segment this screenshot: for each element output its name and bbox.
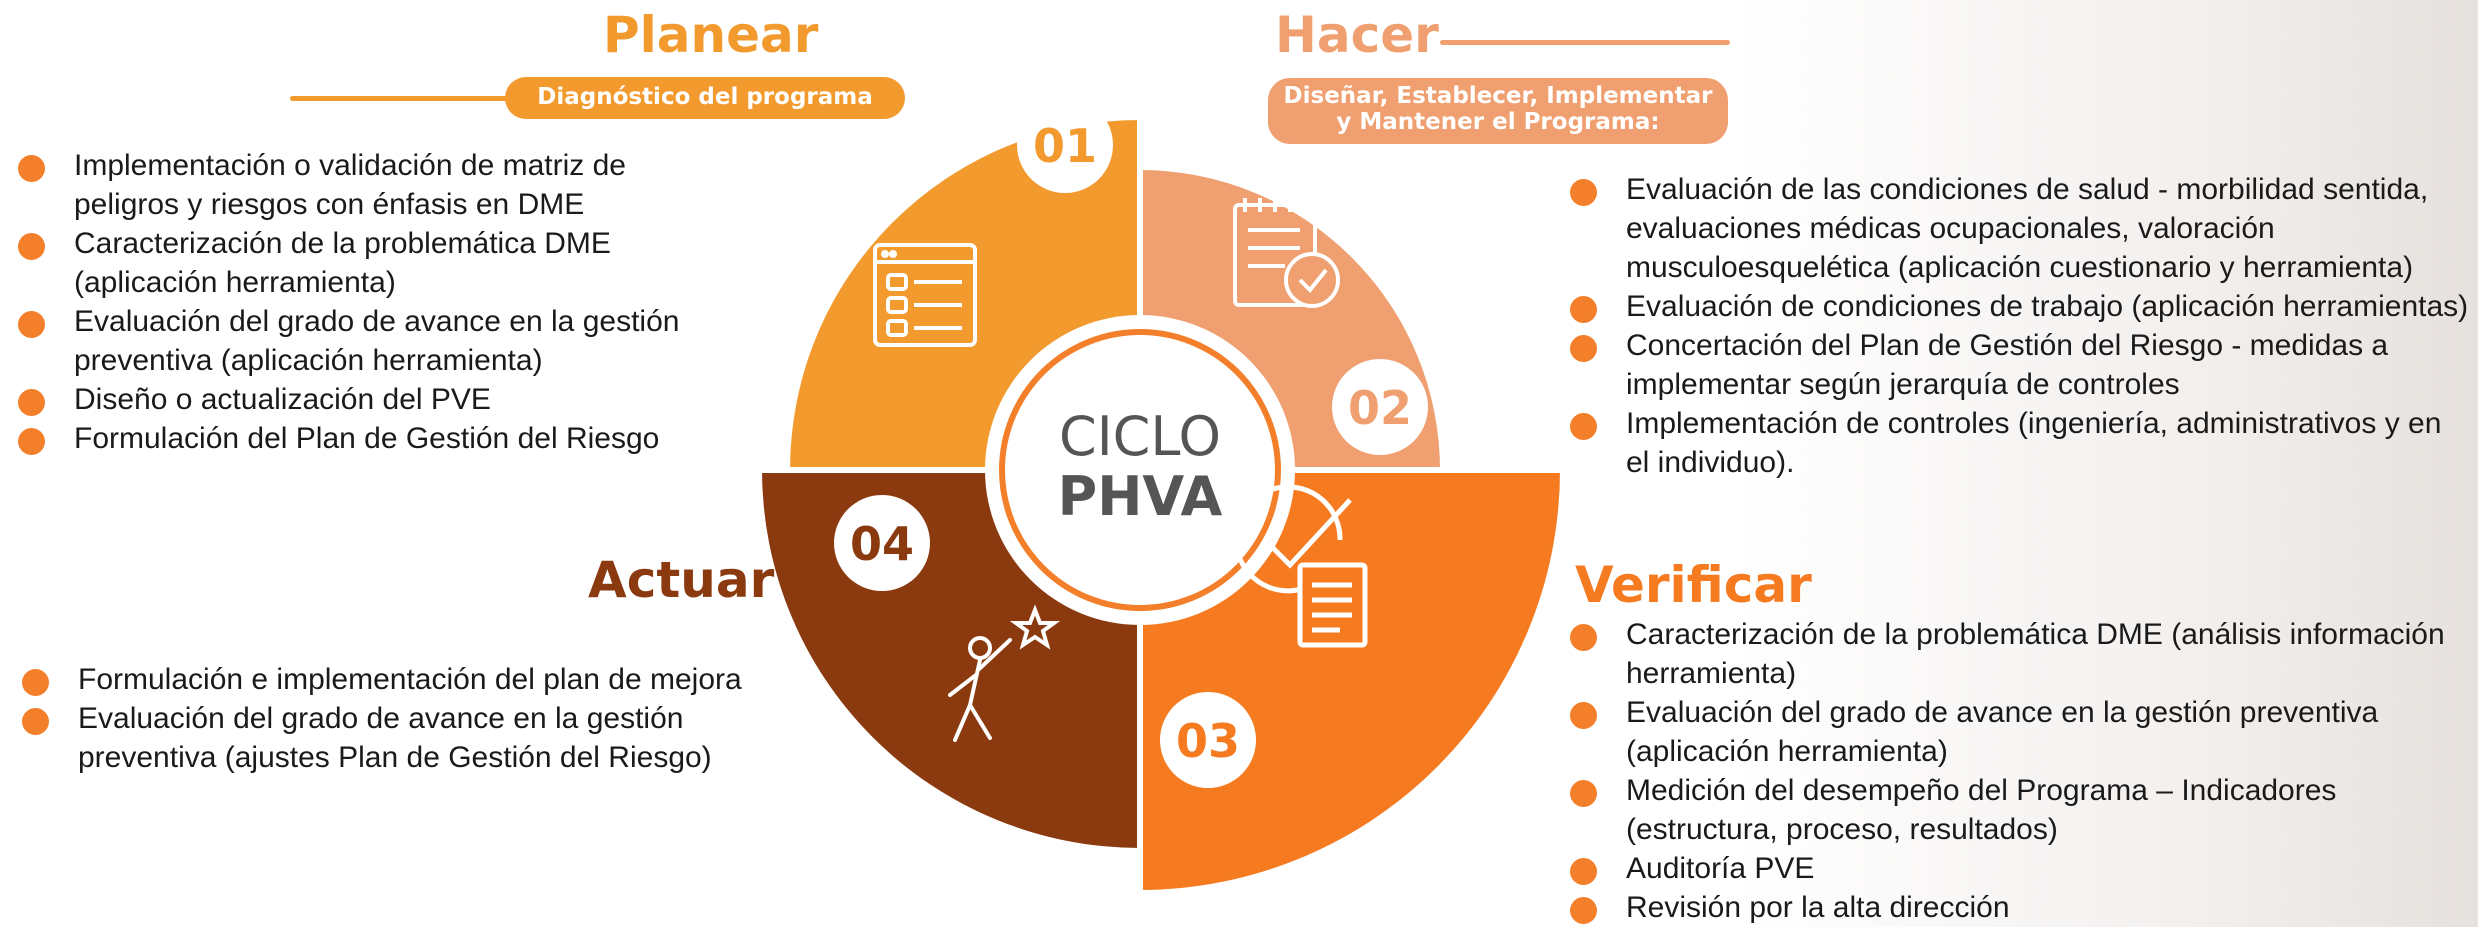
center-label-phva: PHVA (1058, 465, 1223, 528)
bullet-icon (18, 311, 45, 338)
bullet-icon (1570, 179, 1597, 206)
hacer-subtitle-line1: Diseñar, Establecer, Implementar (1283, 83, 1713, 109)
list-item: Caracterización de la problemática DME (… (1570, 615, 2470, 693)
checkmark-document-icon (1233, 484, 1368, 648)
list-item: Evaluación de condiciones de trabajo (ap… (1570, 287, 2470, 326)
hacer-title: Hacer (1275, 6, 1439, 64)
actuar-title: Actuar (588, 551, 775, 609)
svg-text:04: 04 (850, 517, 914, 571)
list-item: Evaluación del grado de avance en la ges… (1570, 693, 2470, 771)
planear-subtitle: Diagnóstico del programa (505, 77, 905, 119)
bullet-icon (1570, 296, 1597, 323)
hacer-rule (1440, 40, 1730, 45)
list-item: Caracterización de la problemática DME (… (18, 224, 738, 302)
badge-03: 03 (1160, 692, 1256, 788)
list-item: Implementación o validación de matriz de… (18, 146, 738, 224)
list-item: Revisión por la alta dirección (1570, 888, 2470, 927)
badge-01: 01 (1017, 97, 1113, 193)
list-item: Formulación del Plan de Gestión del Ries… (18, 419, 738, 458)
phva-cycle-diagram: CICLO PHVA 01 02 03 04 (740, 90, 1570, 910)
bullet-icon (18, 233, 45, 260)
center-ring (999, 329, 1281, 611)
planear-list: Implementación o validación de matriz de… (18, 146, 738, 458)
hacer-list: Evaluación de las condiciones de salud -… (1570, 170, 2470, 482)
badge-04: 04 (834, 495, 930, 591)
list-item: Diseño o actualización del PVE (18, 380, 738, 419)
bullet-icon (1570, 624, 1597, 651)
verificar-title: Verificar (1575, 556, 1812, 614)
list-item: Concertación del Plan de Gestión del Rie… (1570, 326, 2470, 404)
verificar-list: Caracterización de la problemática DME (… (1570, 615, 2470, 927)
planear-rule (290, 96, 520, 101)
actuar-list: Formulación e implementación del plan de… (22, 660, 782, 777)
list-item: Auditoría PVE (1570, 849, 2470, 888)
list-item: Evaluación de las condiciones de salud -… (1570, 170, 2470, 287)
bullet-icon (1570, 335, 1597, 362)
hacer-subtitle-line2: y Mantener el Programa: (1336, 109, 1660, 136)
planear-title: Planear (603, 6, 819, 64)
bullet-icon (1570, 413, 1597, 440)
hacer-subtitle: Diseñar, Establecer, Implementar y Mante… (1268, 78, 1728, 144)
person-reaching-star-icon (948, 604, 1061, 742)
bullet-icon (1570, 702, 1597, 729)
list-item: Evaluación del grado de avance en la ges… (22, 699, 782, 777)
svg-text:03: 03 (1176, 714, 1240, 768)
svg-text:01: 01 (1033, 119, 1097, 173)
bullet-icon (22, 669, 49, 696)
bullet-icon (1570, 780, 1597, 807)
clipboard-check-icon (1233, 198, 1340, 308)
center-label-ciclo: CICLO (1059, 405, 1221, 468)
bullet-icon (18, 155, 45, 182)
bullet-icon (22, 708, 49, 735)
list-item: Formulación e implementación del plan de… (22, 660, 782, 699)
svg-text:02: 02 (1348, 381, 1412, 435)
list-item: Medición del desempeño del Programa – In… (1570, 771, 2470, 849)
bullet-icon (18, 389, 45, 416)
checklist-window-icon (873, 243, 977, 347)
list-item: Implementación de controles (ingeniería,… (1570, 404, 2470, 482)
list-item: Evaluación del grado de avance en la ges… (18, 302, 738, 380)
bullet-icon (1570, 858, 1597, 885)
bullet-icon (18, 428, 45, 455)
badge-02: 02 (1332, 359, 1428, 455)
